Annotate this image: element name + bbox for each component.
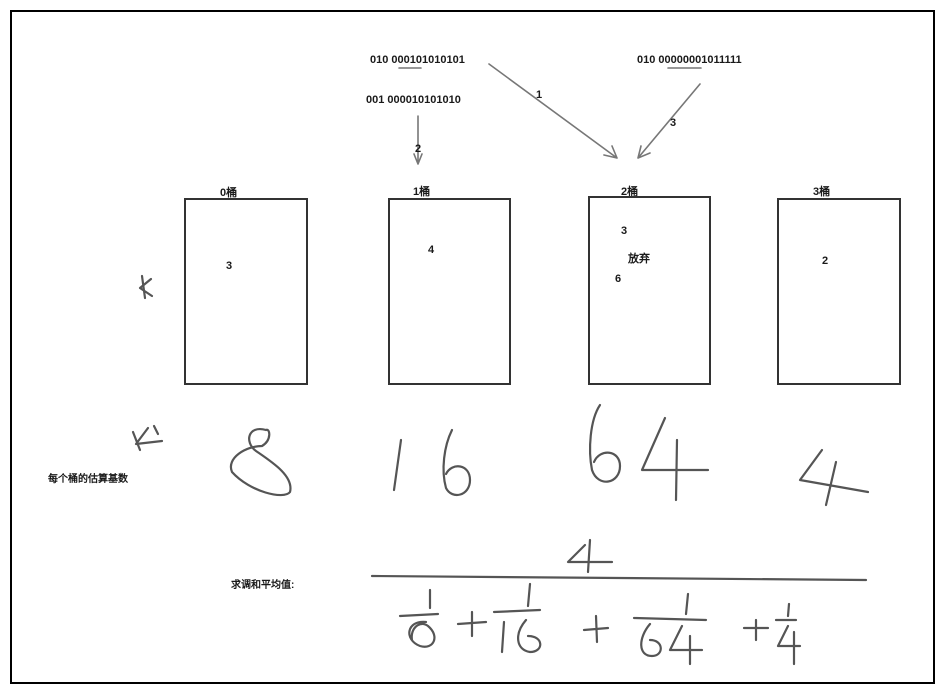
arrow-label-1: 1 [536,89,543,101]
bucket-1-label: 1桶 [413,186,431,198]
input-string-1: 010 000101010101 [370,54,465,66]
handwritten-estimate-8 [229,428,292,497]
bucket-0 [184,198,308,385]
arrow-label-3: 3 [670,117,677,129]
bucket-3-label: 3桶 [813,186,831,198]
bucket-2-discard-note: 放弃 [628,253,650,265]
estimate-caption: 每个桶的估算基数 [48,474,128,485]
handwritten-estimate-4 [798,448,870,507]
arrow-label-2: 2 [415,143,422,155]
bucket-2 [588,196,711,385]
bucket-0-value: 3 [226,260,233,272]
formula-fraction-bar [370,574,868,582]
bucket-2-value: 6 [615,273,622,285]
input-string-3: 010 00000001011111 [637,54,742,66]
arrow-2 [413,115,423,165]
bucket-3-value: 2 [822,255,829,267]
bucket-3 [777,198,901,385]
k-handwritten-mark-2 [131,424,164,452]
formula-numerator-4 [566,538,614,574]
k-handwritten-mark [138,274,154,300]
bucket-1-value: 4 [428,244,435,256]
bucket-1 [388,198,511,385]
bucket-0-label: 0桶 [220,187,238,199]
handwritten-estimate-64 [588,403,710,502]
arrow-3 [637,83,701,159]
input-string-2: 001 000010101010 [366,94,461,106]
bucket-2-value-discarded: 3 [621,225,628,237]
handwritten-formula [370,538,868,666]
arrow-1 [488,63,618,159]
handwritten-estimate-16 [392,428,472,497]
bucket-2-label: 2桶 [621,186,639,198]
harmonic-mean-caption: 求调和平均值: [231,580,295,591]
